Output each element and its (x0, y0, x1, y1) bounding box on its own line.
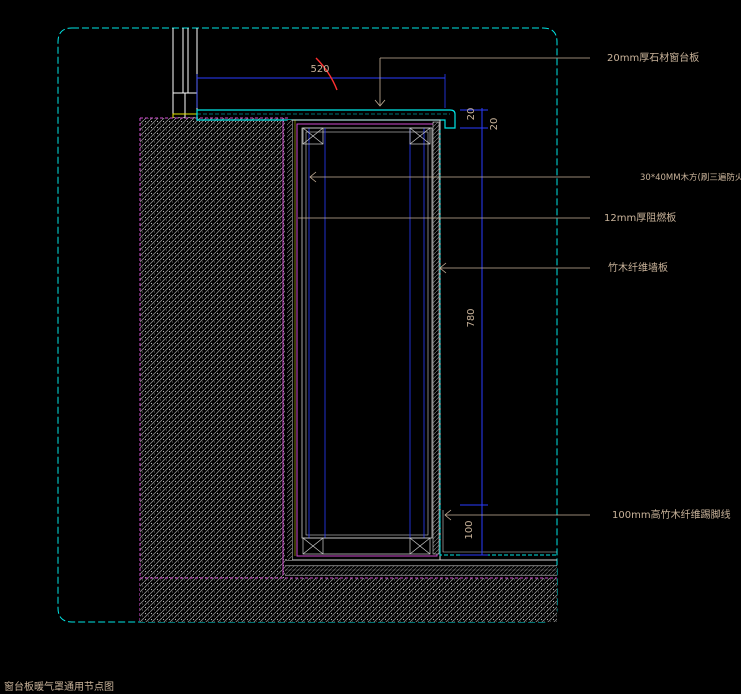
dim-520: 520 (196, 57, 446, 108)
label-veneer-panel: 竹木纤维墙板 (608, 261, 668, 274)
stone-sill (196, 109, 456, 129)
window-frame (172, 28, 198, 119)
leader-lines (298, 57, 590, 521)
dim-vertical (460, 108, 488, 556)
wall-section (140, 118, 285, 578)
floor-slab (140, 578, 557, 622)
dim-20b-text: 20 (489, 118, 500, 131)
dim-780-text: 780 (466, 308, 477, 327)
label-stone-sill: 20mm厚石材窗台板 (607, 51, 699, 64)
skirting (439, 505, 557, 556)
label-base-board: 12mm厚阻燃板 (604, 211, 676, 224)
dim-520-text: 520 (310, 64, 329, 75)
label-skirting: 100mm高竹木纤维踢脚线 (612, 508, 731, 521)
radiator-cover (287, 119, 441, 561)
label-wood-keel: 30*40MM木方(刷三遍防火涂料) (640, 172, 741, 183)
dim-100-text: 100 (464, 520, 475, 539)
dim-20a-text: 20 (466, 108, 477, 121)
drawing-title: 窗台板暖气罩通用节点图 (4, 680, 114, 693)
